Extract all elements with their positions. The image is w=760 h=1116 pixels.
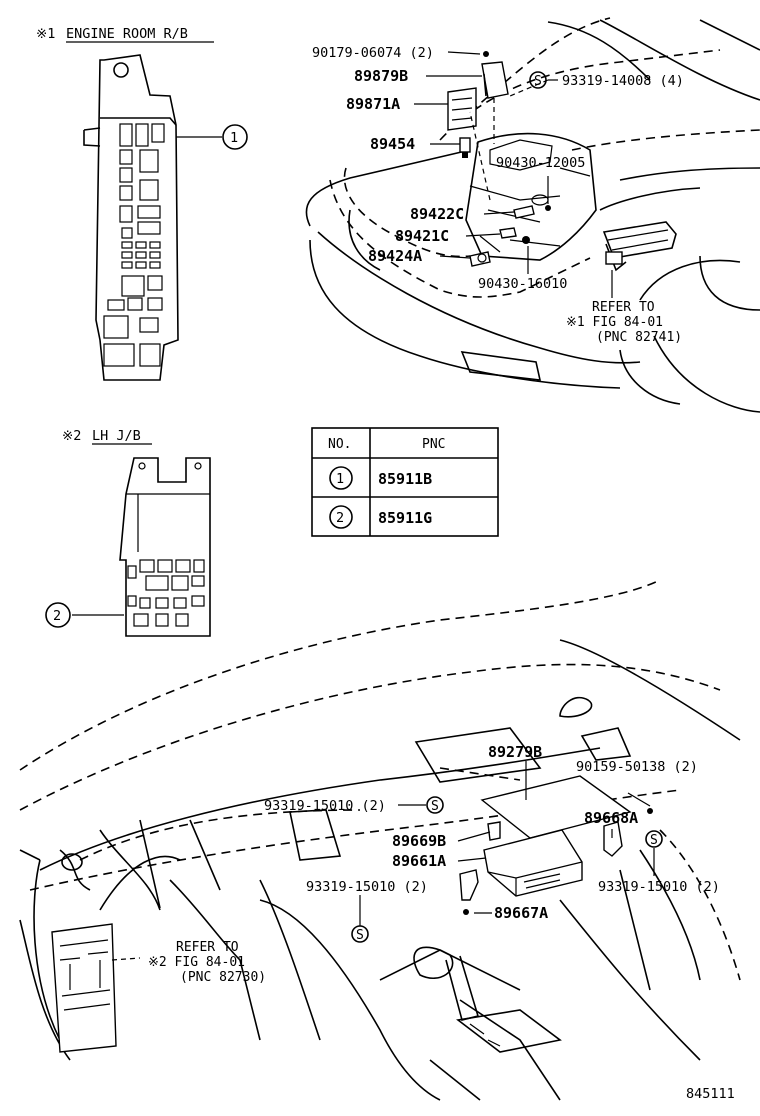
- table-header-no: NO.: [328, 437, 351, 452]
- callout-1-circle: [222, 124, 248, 150]
- part-label: 89661A: [392, 852, 446, 870]
- part-label: 89668A: [584, 809, 638, 827]
- engine-bay-illustration: S: [305, 17, 760, 413]
- refer1-line3: (PNC 82741): [596, 330, 682, 345]
- pnc-table: NO. PNC 1 85911B 2 85911G: [311, 427, 499, 537]
- clip-icon-letter: S: [356, 928, 364, 943]
- refer2-line3: (PNC 82730): [180, 970, 266, 985]
- table-row-no: 2: [336, 510, 344, 526]
- part-label: 89424A: [368, 247, 422, 265]
- callout-2-circle: [45, 602, 71, 628]
- part-label: 93319-15010 (2): [306, 879, 428, 895]
- dash-part-labels: 89279B 90159-50138 (2) 93319-15010 (2) 8…: [148, 743, 720, 985]
- lh-jb-title: LH J/B: [92, 428, 141, 444]
- part-label: 90179-06074 (2): [312, 45, 434, 61]
- refer2-line1: REFER TO: [176, 940, 239, 955]
- engine-room-title: ENGINE ROOM R/B: [66, 26, 188, 42]
- part-label: 90430-16010: [478, 276, 567, 292]
- part-label: 89422C: [410, 205, 464, 223]
- part-label: 89871A: [346, 95, 400, 113]
- refer2-line2: ※2 FIG 84-01: [148, 955, 245, 970]
- part-label: 93319-15010 (2): [264, 798, 386, 814]
- clip-icon-letter: S: [650, 833, 658, 848]
- lh-jb-mark: ※2: [62, 428, 81, 444]
- diagram-id: 845111: [686, 1086, 735, 1102]
- part-label: 89454: [370, 135, 415, 153]
- callout-2-number: 2: [53, 608, 61, 624]
- clip-icon-letter: S: [431, 799, 439, 814]
- dashboard-illustration: S S S: [19, 579, 741, 1101]
- part-label: 90430-12005: [496, 155, 585, 171]
- part-label: 89669B: [392, 832, 446, 850]
- clip-icon-letter: S: [534, 74, 542, 89]
- table-row-no: 1: [336, 471, 344, 487]
- clip-icon: [645, 830, 663, 848]
- refer1-line1: REFER TO: [592, 300, 655, 315]
- part-label: 93319-15010 (2): [598, 879, 720, 895]
- clip-icon: [529, 71, 547, 89]
- part-label: 89879B: [354, 67, 408, 85]
- part-label: 89279B: [488, 743, 542, 761]
- table-header-pnc: PNC: [422, 437, 445, 452]
- part-label: 89421C: [395, 227, 449, 245]
- table-row-pnc: 85911B: [378, 470, 432, 488]
- refer1-line2: ※1 FIG 84-01: [566, 315, 663, 330]
- part-label: 89667A: [494, 904, 548, 922]
- clip-icon: [426, 796, 444, 814]
- engine-room-mark: ※1: [36, 26, 55, 42]
- engine-room-relay-block: ※1 ENGINE ROOM R/B 1: [36, 26, 248, 381]
- part-label: 93319-14008 (4): [562, 73, 684, 89]
- engine-part-labels: 90179-06074 (2) 89879B 93319-14008 (4) 8…: [312, 45, 684, 345]
- lh-junction-block: ※2 LH J/B 2: [45, 428, 211, 637]
- part-label: 90159-50138 (2): [576, 759, 698, 775]
- table-row-pnc: 85911G: [378, 509, 432, 527]
- callout-1-number: 1: [230, 130, 238, 146]
